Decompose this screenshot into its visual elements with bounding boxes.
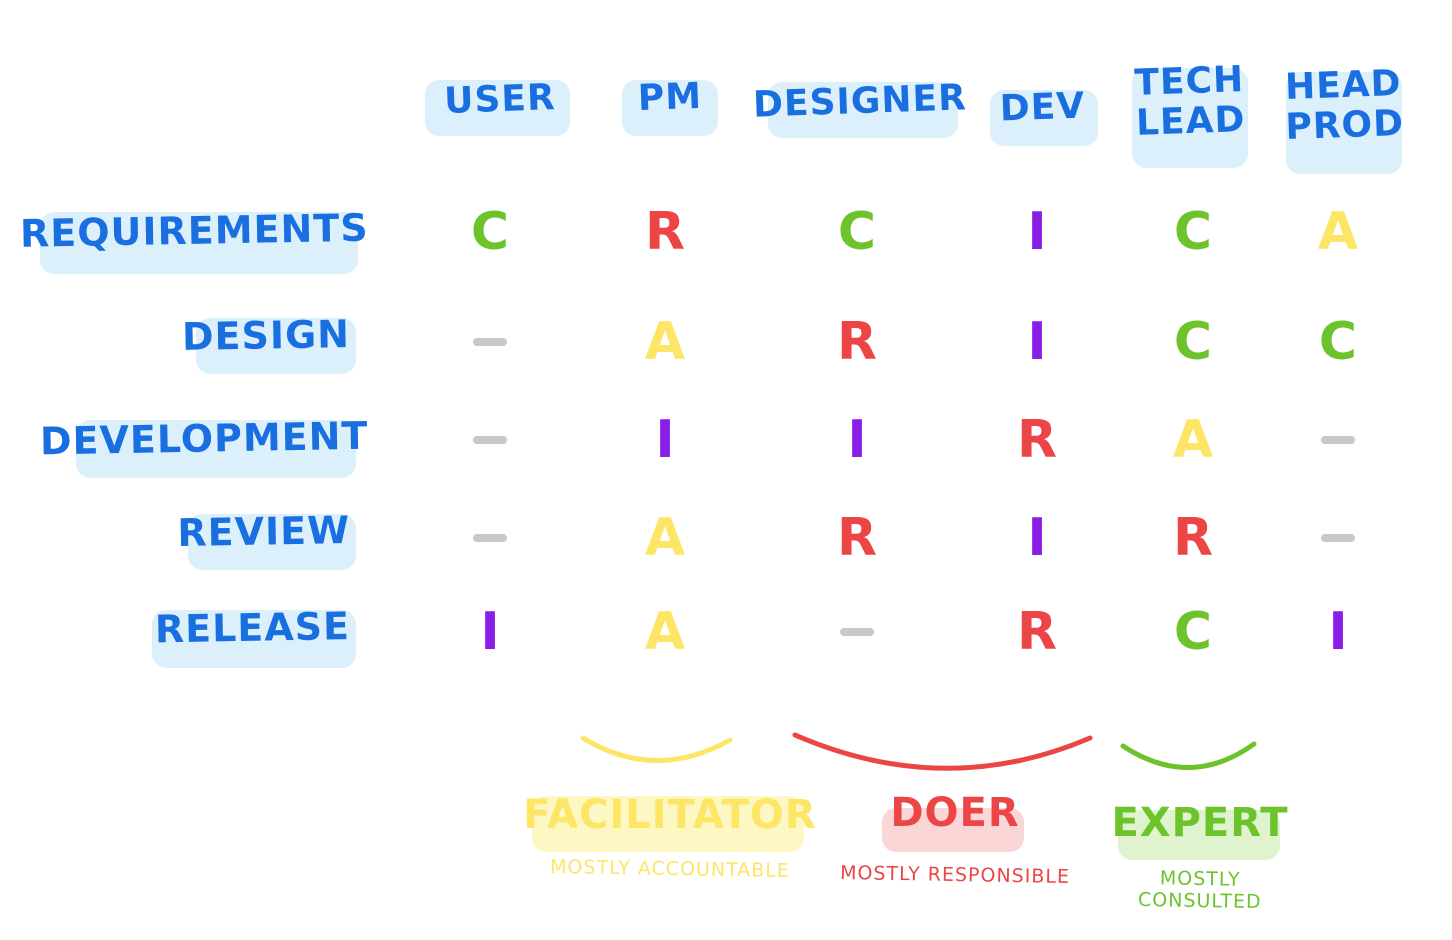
none-dash <box>473 534 507 542</box>
none-dash <box>1321 436 1355 444</box>
cell-development-user <box>450 405 530 475</box>
none-dash <box>840 628 874 636</box>
cell-design-user <box>450 307 530 377</box>
doer-brace <box>792 732 1093 771</box>
cell-review-designer: R <box>836 508 878 568</box>
column-highlight-tech-lead <box>1132 68 1248 168</box>
cell-review-head-prod <box>1298 503 1378 573</box>
cell-requirements-pm: R <box>644 202 686 262</box>
expert-brace <box>1120 741 1257 770</box>
facilitator-highlight <box>532 796 804 852</box>
cell-release-head-prod: I <box>1328 602 1348 662</box>
group-subtitle-expert: MOSTLY CONSULTED <box>1137 867 1262 914</box>
cell-release-tech-lead: C <box>1173 602 1213 662</box>
cell-release-user: I <box>480 602 500 662</box>
none-dash <box>473 338 507 346</box>
cell-requirements-tech-lead: C <box>1173 202 1213 262</box>
cell-release-dev: R <box>1016 602 1058 662</box>
none-dash <box>1321 534 1355 542</box>
cell-requirements-designer: C <box>837 202 877 262</box>
cell-design-dev: I <box>1027 312 1047 372</box>
facilitator-brace <box>580 735 733 763</box>
cell-development-dev: R <box>1016 410 1058 470</box>
row-highlight-review <box>188 514 356 570</box>
row-highlight-release <box>152 610 356 668</box>
cell-review-dev: I <box>1027 508 1047 568</box>
cell-development-pm: I <box>655 410 675 470</box>
cell-design-designer: R <box>836 312 878 372</box>
cell-review-tech-lead: R <box>1172 508 1214 568</box>
cell-review-user <box>450 503 530 573</box>
column-highlight-user <box>425 80 570 136</box>
group-title-expert: EXPERT <box>1111 800 1289 846</box>
cell-development-designer: I <box>847 410 867 470</box>
group-title-facilitator: FACILITATOR <box>523 792 817 838</box>
row-highlight-development <box>76 420 356 478</box>
cell-design-tech-lead: C <box>1173 312 1213 372</box>
column-highlight-pm <box>622 80 718 136</box>
cell-requirements-user: C <box>470 202 510 262</box>
none-dash <box>473 436 507 444</box>
cell-requirements-dev: I <box>1027 202 1047 262</box>
column-highlight-dev <box>990 90 1098 146</box>
cell-development-head-prod <box>1298 405 1378 475</box>
cell-requirements-head-prod: A <box>1317 202 1359 262</box>
row-highlight-design <box>196 318 356 374</box>
column-highlight-designer <box>768 82 958 138</box>
cell-design-pm: A <box>644 312 686 372</box>
column-highlight-head-prod <box>1286 72 1402 174</box>
cell-design-head-prod: C <box>1318 312 1358 372</box>
expert-highlight <box>1118 810 1280 860</box>
group-title-doer: DOER <box>890 790 1020 836</box>
row-highlight-requirements <box>40 212 358 274</box>
doer-highlight <box>882 808 1024 852</box>
cell-release-designer <box>817 597 897 667</box>
group-subtitle-doer: MOSTLY RESPONSIBLE <box>839 861 1071 889</box>
cell-release-pm: A <box>644 602 686 662</box>
cell-review-pm: A <box>644 508 686 568</box>
cell-development-tech-lead: A <box>1172 410 1214 470</box>
